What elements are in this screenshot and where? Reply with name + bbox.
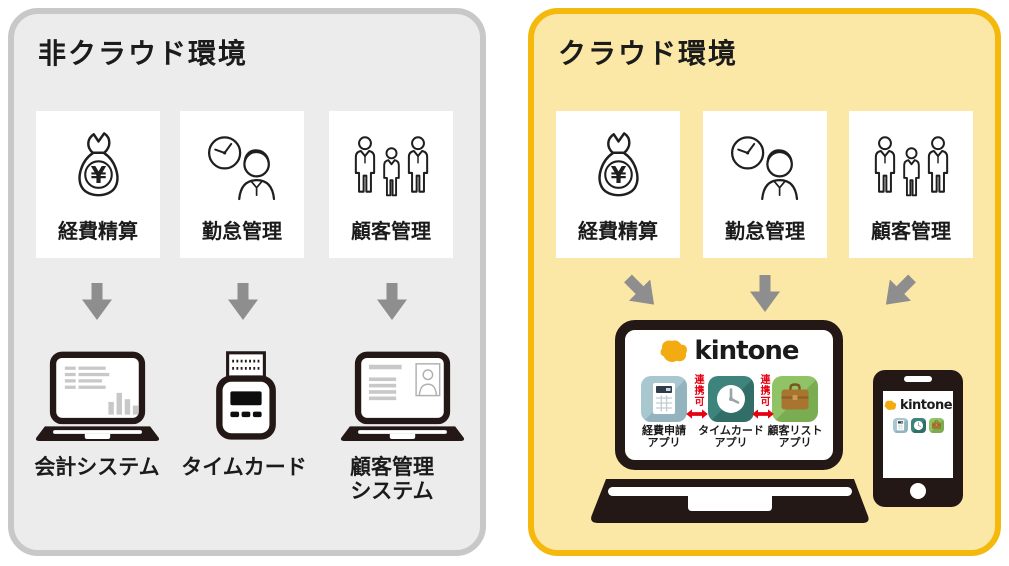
clock-person-icon — [203, 125, 282, 209]
attendance-card: 勤怠管理 — [703, 111, 827, 258]
kintone-brand-text: kintone — [899, 398, 953, 413]
customer-card: 顧客管理 — [849, 111, 973, 258]
kintone-laptop-base — [591, 479, 869, 523]
briefcase-app-icon — [928, 418, 944, 433]
down-arrow-icon — [82, 283, 112, 320]
expense-card: 経費精算 — [36, 111, 160, 258]
kintone-laptop-screen: kintone 連携可 連携可 経費申請 アプリ タイムカード アプリ 顧客リス… — [615, 320, 843, 470]
card-label: 顧客管理 — [351, 219, 431, 243]
phone-speaker — [904, 376, 932, 382]
card-label: 勤怠管理 — [725, 219, 805, 243]
non-cloud-panel-inner: 非クラウド環境 経費精算 勤怠管理 顧客管理 会計システム タイムカード — [14, 14, 480, 550]
non-cloud-panel: 非クラウド環境 経費精算 勤怠管理 顧客管理 会計システム タイムカード — [8, 8, 486, 556]
down-arrow-icon — [228, 283, 258, 320]
app-label: 顧客リスト アプリ — [767, 424, 823, 449]
phone-app-row — [892, 418, 944, 433]
laptop-chart-icon — [34, 351, 161, 442]
card-label: 勤怠管理 — [202, 219, 282, 243]
system-label: 顧客管理 システム — [350, 455, 434, 504]
cloud-panel-inner: クラウド環境 経費精算 勤怠管理 顧客管理 kintone — [534, 14, 995, 550]
app-label: 経費申請 アプリ — [642, 424, 686, 449]
attendance-card: 勤怠管理 — [180, 111, 304, 258]
clock-app-icon — [910, 418, 926, 433]
timecard-machine-icon — [212, 350, 280, 442]
phone-home-button — [910, 483, 926, 499]
card-label: 経費精算 — [578, 219, 658, 243]
app-label: タイムカード アプリ — [698, 424, 764, 449]
red-link-arrow-icon — [686, 409, 708, 419]
card-label: 顧客管理 — [871, 219, 951, 243]
calculator-app-icon — [641, 376, 687, 422]
cloud-title: クラウド環境 — [558, 37, 739, 70]
kintone-blob-icon — [884, 400, 897, 411]
non-cloud-title: 非クラウド環境 — [38, 37, 249, 70]
down-arrow-icon — [377, 283, 407, 320]
system-label: 会計システム — [34, 455, 160, 479]
down-arrow-icon — [750, 275, 780, 312]
expense-card: 経費精算 — [556, 111, 680, 258]
system-label: タイムカード — [181, 455, 307, 479]
kintone-logo: kintone — [884, 398, 953, 413]
people-icon — [351, 125, 432, 209]
cloud-panel: クラウド環境 経費精算 勤怠管理 顧客管理 kintone — [528, 8, 1001, 556]
link-possible-badge: 連携可 — [686, 374, 708, 419]
customer-card: 顧客管理 — [329, 111, 453, 258]
red-link-arrow-icon — [752, 409, 774, 419]
kintone-phone: kintone — [873, 370, 963, 507]
down-right-arrow-icon — [617, 268, 664, 315]
card-label: 経費精算 — [58, 219, 138, 243]
phone-screen: kintone — [883, 391, 953, 478]
laptop-customer-icon — [339, 351, 466, 442]
clock-person-icon — [726, 125, 805, 209]
kintone-blob-icon — [659, 339, 689, 364]
link-possible-badge: 連携可 — [752, 374, 774, 419]
down-left-arrow-icon — [875, 268, 922, 315]
money-bag-icon — [588, 125, 649, 209]
briefcase-app-icon — [772, 376, 818, 422]
link-possible-label: 連携可 — [758, 374, 769, 407]
money-bag-icon — [68, 125, 129, 209]
clock-app-icon — [708, 376, 754, 422]
kintone-brand-text: kintone — [694, 336, 799, 366]
link-possible-label: 連携可 — [692, 374, 703, 407]
calculator-app-icon — [892, 418, 908, 433]
people-icon — [871, 125, 952, 209]
kintone-logo: kintone — [625, 336, 833, 366]
